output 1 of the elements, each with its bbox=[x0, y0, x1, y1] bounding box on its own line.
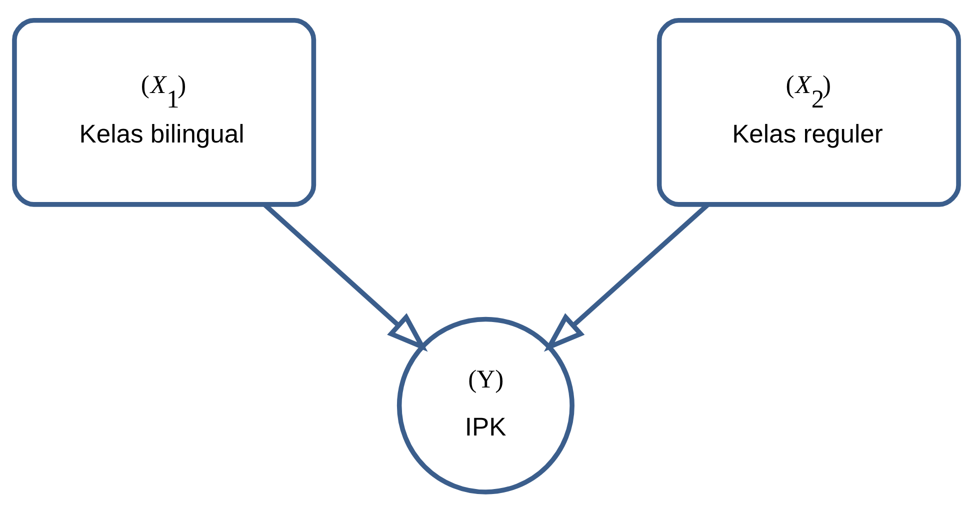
node-circle: (Y) IPK bbox=[396, 316, 574, 494]
